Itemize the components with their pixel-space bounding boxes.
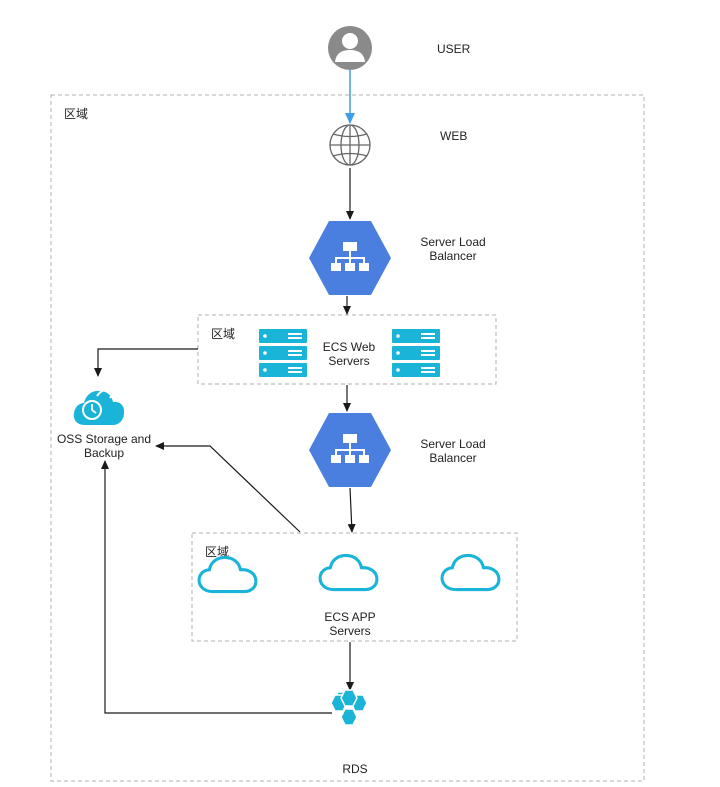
edge-rds-to-oss <box>101 460 332 714</box>
edge-web-servers-to-oss <box>94 348 198 377</box>
outer-region <box>50 94 645 782</box>
app-server-cloud-icon-center <box>318 553 379 592</box>
web-server-icon-left <box>259 329 307 377</box>
oss-label-line1: OSS Storage and <box>57 432 151 446</box>
slb-top-label-line2: Balancer <box>429 249 476 263</box>
slb-top-label-line1: Server Load <box>420 235 485 249</box>
oss-storage-icon <box>73 389 125 425</box>
web-server-icon-right <box>392 329 440 377</box>
ecs-app-label-line1: ECS APP <box>324 610 375 624</box>
ecs-web-label-line1: ECS Web <box>323 340 376 354</box>
rds-icon <box>330 689 368 726</box>
oss-label-line2: Backup <box>84 446 124 460</box>
app-servers-region <box>191 532 518 642</box>
globe-icon <box>329 124 371 166</box>
outer-region-label: 区域 <box>64 107 88 121</box>
user-label: USER <box>437 42 471 56</box>
app-server-cloud-icon-left <box>197 555 258 594</box>
app-servers-region-label: 区域 <box>205 545 229 559</box>
ecs-app-label-line2: Servers <box>329 624 370 638</box>
rds-label: RDS <box>342 762 367 776</box>
user-icon <box>328 26 372 70</box>
web-servers-region-label: 区域 <box>211 327 235 341</box>
slb-mid-label-line2: Balancer <box>429 451 476 465</box>
edge-slb-to-app-servers <box>347 487 356 533</box>
web-servers-region <box>197 314 497 385</box>
app-server-cloud-icon-right <box>440 553 501 592</box>
slb-mid-label-line1: Server Load <box>420 437 485 451</box>
edge-app-servers-to-oss <box>155 442 301 533</box>
web-label: WEB <box>440 129 467 143</box>
load-balancer-icon-mid <box>309 413 391 487</box>
load-balancer-icon-top <box>309 221 391 295</box>
ecs-web-label-line2: Servers <box>328 354 369 368</box>
